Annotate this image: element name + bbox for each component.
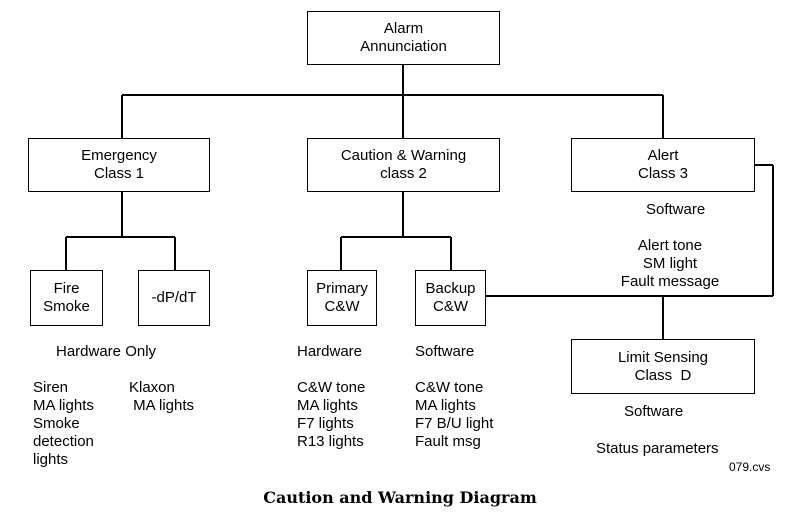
node-label: Primary: [316, 280, 368, 297]
node-label: Smoke: [43, 298, 90, 315]
fire-item: Siren: [33, 379, 69, 396]
node-label: Annunciation: [360, 38, 447, 55]
node-label: -dP/dT: [151, 289, 197, 306]
backup-software-label: Software: [415, 343, 475, 360]
fire-item: lights: [33, 451, 69, 468]
node-label: Emergency: [81, 147, 157, 164]
node-dpdt: -dP/dT: [138, 270, 210, 326]
backup-item: Fault msg: [415, 433, 481, 450]
node-label: C&W: [324, 298, 360, 315]
backup-item: C&W tone: [415, 379, 484, 396]
fire-item: MA lights: [33, 397, 94, 414]
node-label: Caution & Warning: [340, 147, 467, 164]
fire-items: Siren MA lights Smoke detection lights: [33, 379, 94, 469]
node-label: Limit Sensing: [617, 348, 709, 366]
alert-items: Alert tone SM light Fault message: [620, 237, 720, 291]
fire-item: detection: [33, 433, 94, 450]
primary-item: F7 lights: [297, 415, 354, 432]
diagram-caption: Caution and Warning Diagram: [263, 488, 537, 507]
primary-item: MA lights: [297, 397, 358, 414]
node-label: Fire: [53, 280, 80, 297]
node-label: class 2: [380, 165, 427, 182]
node-label: Alarm: [383, 20, 424, 37]
alert-item: SM light: [642, 255, 698, 272]
backup-item: MA lights: [415, 397, 476, 414]
dpdt-item: MA lights: [129, 397, 195, 414]
status-parameters-label: Status parameters: [596, 440, 719, 457]
file-id: 079.cvs: [729, 460, 771, 474]
node-label: C&W: [432, 298, 468, 315]
alert-item: Fault message: [620, 273, 720, 290]
node-label: Class 1: [93, 165, 145, 182]
primary-item: R13 lights: [297, 433, 364, 450]
node-label: Class 3: [637, 165, 689, 182]
primary-hardware-label: Hardware: [297, 343, 363, 360]
alert-item: Alert tone: [637, 237, 703, 254]
alert-software-label: Software: [646, 201, 706, 218]
fire-item: Smoke: [33, 415, 80, 432]
limit-software-label: Software: [624, 403, 684, 420]
node-label: Backup: [425, 280, 476, 297]
node-label: Alert: [647, 147, 679, 164]
backup-items: C&W tone MA lights F7 B/U light Fault ms…: [415, 379, 493, 451]
dpdt-items: Klaxon MA lights: [129, 379, 194, 415]
primary-items: C&W tone MA lights F7 lights R13 lights: [297, 379, 365, 451]
dpdt-item: Klaxon: [129, 379, 175, 396]
primary-item: C&W tone: [297, 379, 366, 396]
node-label: Class D: [634, 366, 692, 384]
backup-item: F7 B/U light: [415, 415, 494, 432]
hardware-only-label: Hardware Only: [56, 343, 157, 360]
